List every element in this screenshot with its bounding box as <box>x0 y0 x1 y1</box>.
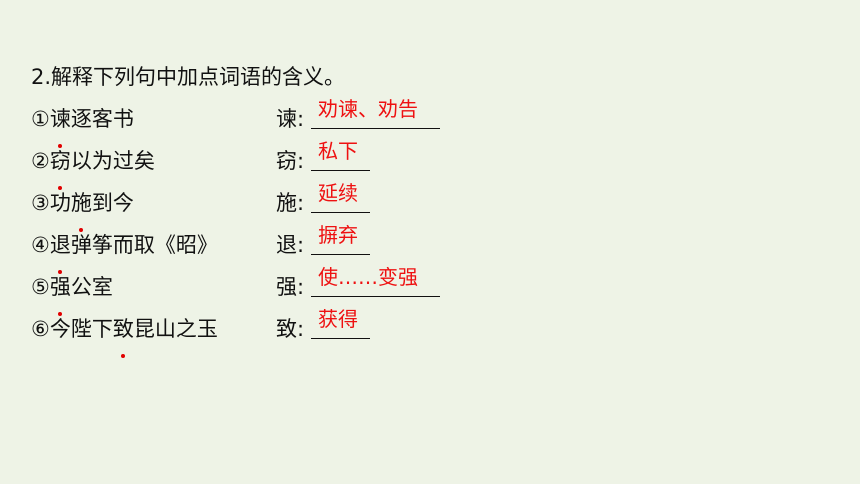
item-sentence: ③功施到今 <box>31 186 134 232</box>
item-sentence: ⑤强公室 <box>31 270 113 316</box>
answer-text: 劝谏、劝告 <box>318 97 418 121</box>
sentence-char: 之 <box>175 317 197 341</box>
sentence-char-dotted: 强 <box>50 270 71 316</box>
sentence-char: 昆 <box>133 317 155 341</box>
item-row-1: ①谏逐客书 谏: 劝谏、劝告 <box>0 97 860 148</box>
answer-blank <box>311 170 370 171</box>
sentence-char: 今 <box>112 191 134 215</box>
sentence-char: 为 <box>91 149 113 173</box>
sentence-char: 取 <box>133 233 155 257</box>
sentence-char: 书 <box>112 107 134 131</box>
sentence-char: 》 <box>196 233 218 257</box>
item-row-4: ④退弹筝而取《昭》 退: 摒弃 <box>0 223 860 274</box>
sentence-char: 下 <box>91 317 113 341</box>
answer-text: 延续 <box>318 181 358 205</box>
question-title: 2.解释下列句中加点词语的含义。 <box>31 65 346 89</box>
sentence-char: 昭 <box>175 233 197 257</box>
item-label: 谏: <box>276 107 305 131</box>
item-row-3: ③功施到今 施: 延续 <box>0 181 860 232</box>
answer-text: 使……变强 <box>318 265 418 289</box>
answer-blank <box>311 338 370 339</box>
answer-blank <box>311 296 440 297</box>
item-label: 致: <box>276 317 305 341</box>
sentence-char: 公 <box>70 275 92 299</box>
sentence-char: ⑤ <box>31 275 50 299</box>
sentence-char-dotted: 退 <box>50 228 71 274</box>
sentence-char: 到 <box>91 191 113 215</box>
sentence-char: 以 <box>70 149 92 173</box>
sentence-char: 《 <box>154 233 176 257</box>
answer-text: 获得 <box>318 307 358 331</box>
item-row-6: ⑥今陛下致昆山之玉 致: 获得 <box>0 307 860 358</box>
item-row-2: ②窃以为过矣 窃: 私下 <box>0 139 860 190</box>
item-label: 退: <box>276 233 305 257</box>
sentence-char: ⑥ <box>31 317 50 341</box>
answer-blank <box>311 128 440 129</box>
sentence-char: 客 <box>91 107 113 131</box>
item-row-5: ⑤强公室 强: 使……变强 <box>0 265 860 316</box>
sentence-char: 功 <box>49 191 71 215</box>
answer-text: 摒弃 <box>318 223 358 247</box>
sentence-char: 逐 <box>70 107 92 131</box>
item-sentence: ④退弹筝而取《昭》 <box>31 228 218 274</box>
sentence-char: ④ <box>31 233 50 257</box>
item-sentence: ①谏逐客书 <box>31 102 134 148</box>
answer-blank <box>311 254 370 255</box>
item-label: 强: <box>276 275 305 299</box>
sentence-char-dotted: 谏 <box>50 102 71 148</box>
sentence-char: 陛 <box>70 317 92 341</box>
sentence-char: 今 <box>49 317 71 341</box>
answer-blank <box>311 212 370 213</box>
sentence-char: 弹 <box>70 233 92 257</box>
item-label: 施: <box>276 191 305 215</box>
sentence-char: ③ <box>31 191 50 215</box>
item-sentence: ⑥今陛下致昆山之玉 <box>31 312 218 358</box>
sentence-char-dotted: 致 <box>113 312 134 358</box>
sentence-char-dotted: 施 <box>71 186 92 232</box>
sentence-char: 山 <box>154 317 176 341</box>
sentence-char: 筝 <box>91 233 113 257</box>
answer-text: 私下 <box>318 139 358 163</box>
sentence-char: ② <box>31 149 50 173</box>
sentence-char-dotted: 窃 <box>50 144 71 190</box>
sentence-char: 矣 <box>133 149 155 173</box>
sentence-char: 而 <box>112 233 134 257</box>
sentence-char: 玉 <box>196 317 218 341</box>
sentence-char: ① <box>31 107 50 131</box>
item-sentence: ②窃以为过矣 <box>31 144 155 190</box>
item-label: 窃: <box>276 149 305 173</box>
sentence-char: 室 <box>91 275 113 299</box>
sentence-char: 过 <box>112 149 134 173</box>
